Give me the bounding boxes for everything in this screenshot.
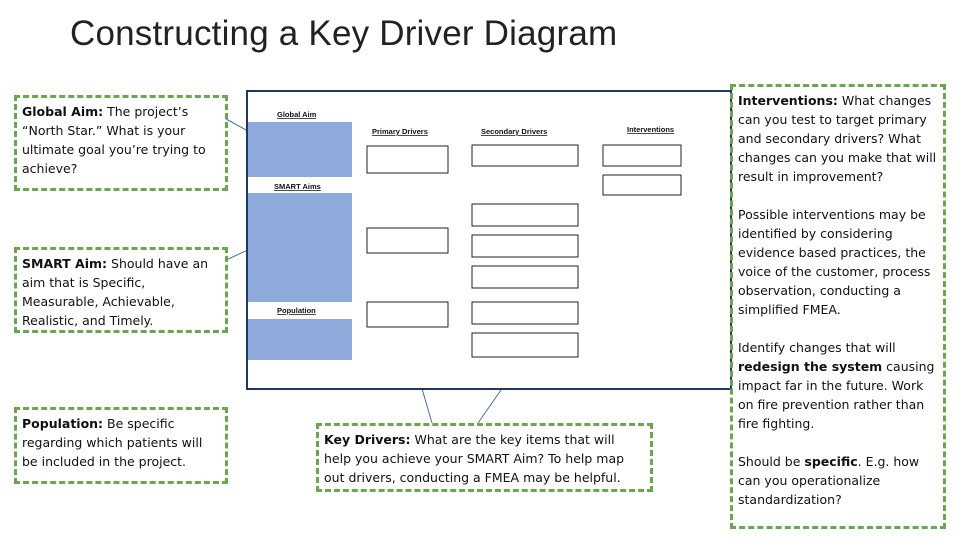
diagram-primary-drivers-label: Primary Drivers xyxy=(372,127,428,136)
interventions-label: Interventions: xyxy=(738,93,838,108)
diagram-secondary-drivers-label: Secondary Drivers xyxy=(481,127,547,136)
key-drivers-text: What are the key items that will help yo… xyxy=(324,432,625,485)
diagram-global-aim-label: Global Aim xyxy=(277,110,317,119)
interventions-specific-pre: Should be xyxy=(738,454,805,469)
interventions-redesign-post: causing impact far in the future. Work o… xyxy=(738,359,935,431)
global-aim-callout: Global Aim: The project’s “North Star.” … xyxy=(14,95,228,191)
population-label: Population: xyxy=(22,416,104,431)
interventions-callout: Interventions: What changes can you test… xyxy=(730,84,946,529)
secondary-driver-box xyxy=(471,301,579,325)
primary-driver-box xyxy=(366,227,449,254)
primary-driver-box xyxy=(366,301,449,328)
smart-aim-callout: SMART Aim: Should have an aim that is Sp… xyxy=(14,247,228,333)
connector-smart-aim xyxy=(225,249,249,261)
global-aim-text: The project’s “North Star.” What is your… xyxy=(22,104,206,176)
smart-aim-label: SMART Aim: xyxy=(22,256,108,271)
secondary-driver-box xyxy=(471,144,579,167)
interventions-specific-bold: specific xyxy=(804,454,858,469)
key-drivers-label: Key Drivers: xyxy=(324,432,411,447)
interventions-text: What changes can you test to target prim… xyxy=(738,93,937,184)
diagram-smart-aims-label: SMART Aims xyxy=(274,182,321,191)
connector-global-aim xyxy=(225,118,249,132)
interventions-specific-post: . E.g. how can you operationalize standa… xyxy=(738,454,920,507)
intervention-box xyxy=(602,144,682,167)
population-callout: Population: Be specific regarding which … xyxy=(14,407,228,484)
interventions-redesign-bold: redesign the system xyxy=(738,359,883,374)
intervention-box xyxy=(602,174,682,196)
global-aim-label: Global Aim: xyxy=(22,104,104,119)
population-text: Be specific regarding which patients wil… xyxy=(22,416,203,469)
population-block xyxy=(248,319,352,360)
secondary-driver-box xyxy=(471,265,579,289)
interventions-redesign-pre: Identify changes that will xyxy=(738,340,896,355)
smart-aim-text: Should have an aim that is Specific, Mea… xyxy=(22,256,209,328)
page-title: Constructing a Key Driver Diagram xyxy=(70,14,618,53)
primary-driver-box xyxy=(366,145,449,174)
diagram-population-label: Population xyxy=(277,306,316,315)
secondary-driver-box xyxy=(471,332,579,358)
secondary-driver-box xyxy=(471,203,579,227)
smart-aims-block xyxy=(248,193,352,302)
key-drivers-callout: Key Drivers: What are the key items that… xyxy=(316,423,653,492)
diagram-interventions-label: Interventions xyxy=(627,125,674,134)
interventions-evidence-text: Possible interventions may be identified… xyxy=(738,207,931,317)
secondary-driver-box xyxy=(471,234,579,258)
global-aim-block xyxy=(248,122,352,177)
